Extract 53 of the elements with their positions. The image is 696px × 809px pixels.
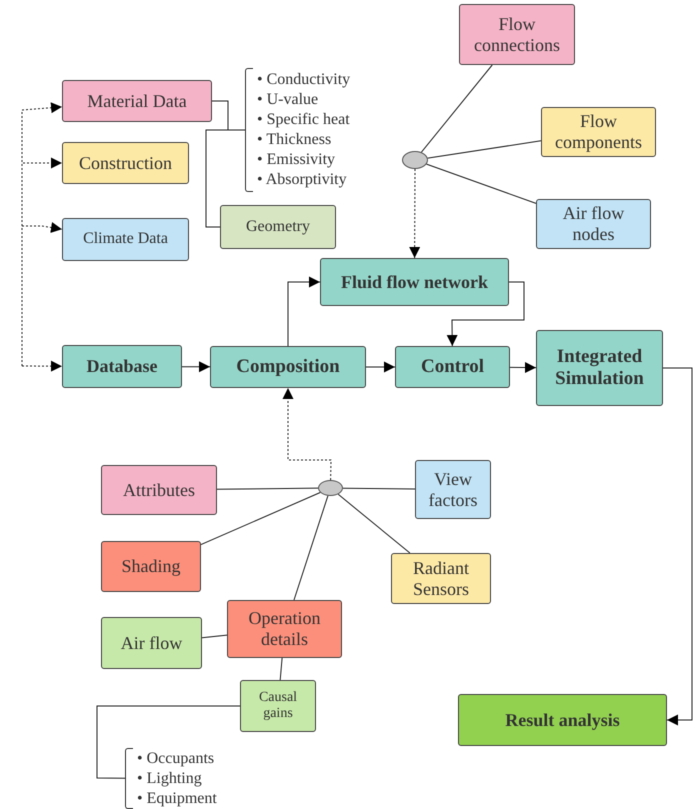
arrow (288, 276, 320, 346)
connector-line (342, 488, 416, 490)
connector-line (200, 492, 321, 546)
process-box: Result analysis (458, 694, 667, 746)
connector-line (427, 140, 542, 159)
process-box: Construction (62, 142, 189, 184)
list-item: • Equipment (137, 788, 218, 808)
arrow (282, 388, 332, 480)
arrow (662, 368, 692, 726)
arrow (446, 282, 524, 346)
process-box: Fluid flow network (320, 258, 509, 306)
process-box: Flow connections (459, 4, 575, 65)
list-item: • Specific heat (257, 110, 351, 130)
process-box: View factors (415, 460, 491, 519)
list-item: • Lighting (137, 768, 203, 788)
list-item: • Thickness (257, 130, 332, 150)
process-box: Causal gains (240, 680, 316, 732)
junction-ellipse (318, 480, 343, 496)
process-box: Material Data (62, 80, 212, 122)
process-box: Attributes (101, 465, 217, 515)
connector-line (420, 64, 493, 153)
list-item: • Absorptivity (257, 170, 348, 190)
process-box: Shading (101, 541, 201, 592)
connector-line (216, 488, 318, 490)
arrow (22, 222, 62, 366)
process-box: Operation details (227, 600, 342, 658)
arrow (510, 362, 536, 374)
process-box: Air flow nodes (536, 199, 651, 249)
connector-line (294, 495, 328, 600)
connector-line (96, 706, 240, 779)
connector-line (202, 634, 228, 638)
process-box: Air flow (101, 617, 202, 669)
process-box: Climate Data (62, 218, 189, 261)
connector-line (280, 658, 283, 680)
connector-line (338, 494, 410, 554)
arrow (182, 361, 210, 372)
process-box: Database (62, 345, 182, 388)
arrow (409, 168, 420, 258)
list-item: • U-value (257, 90, 320, 110)
process-box: Integrated Simulation (536, 330, 663, 406)
junction-ellipse (402, 151, 428, 169)
connector-line (426, 164, 536, 204)
arrow (366, 362, 396, 372)
list-item: • Occupants (137, 748, 216, 768)
connector-line (206, 100, 228, 228)
process-box: Geometry (220, 205, 336, 249)
process-box: Control (395, 346, 510, 388)
list-item: • Emissivity (257, 150, 336, 170)
list-item: • Conductivity (257, 70, 352, 90)
process-box: Radiant Sensors (391, 553, 491, 604)
process-box: Flow components (541, 107, 656, 157)
arrow (22, 360, 62, 372)
process-box: Composition (210, 346, 366, 388)
